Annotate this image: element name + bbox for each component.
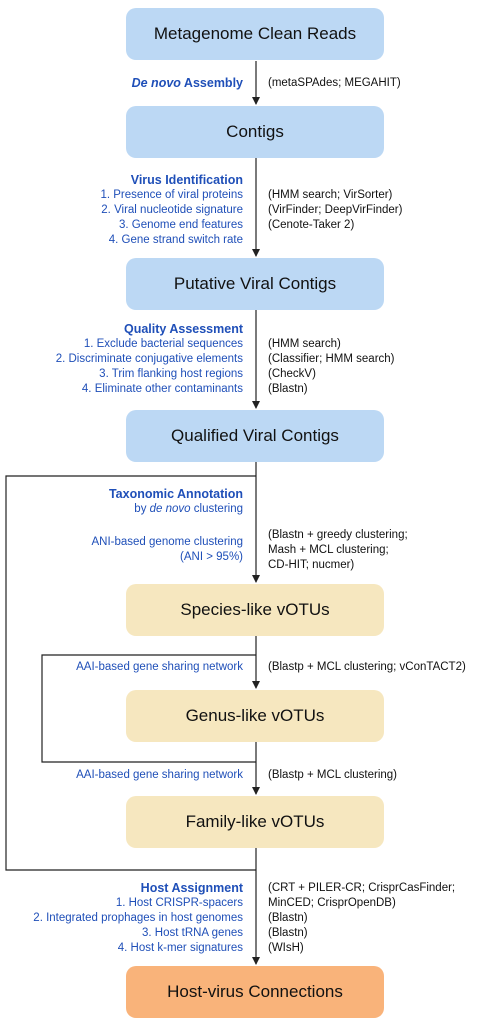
box-label: Host-virus Connections [167, 982, 343, 1001]
assembly-label: De novo Assembly [132, 75, 243, 92]
quality-assessment-tools: (HMM search) (Classifier; HMM search) (C… [268, 337, 395, 397]
ani-line: ANI-based genome clustering [91, 536, 244, 548]
taxonomy-subtitle: by de novo clustering [134, 503, 243, 515]
host-tool: (Blastn) [268, 912, 308, 924]
aai-genus-tools: (Blastp + MCL clustering; vConTACT2) [268, 661, 466, 673]
ani-line: (ANI > 95%) [180, 551, 243, 563]
aai-family-label: AAI-based gene sharing network [76, 769, 243, 781]
aai-genus-label: AAI-based gene sharing network [76, 661, 243, 673]
box-label: Contigs [226, 122, 284, 141]
taxonomic-annotation-label: Taxonomic Annotation by de novo clusteri… [109, 486, 243, 517]
box-qualified-viral-contigs: Qualified Viral Contigs [126, 410, 384, 462]
quality-title: Quality Assessment [123, 322, 243, 336]
taxonomy-title: Taxonomic Annotation [108, 487, 243, 501]
virus-id-tool: (HMM search; VirSorter) [268, 189, 393, 201]
quality-tool: (Blastn) [268, 383, 308, 395]
host-tool: (WIsH) [268, 942, 304, 954]
virus-id-step: 3. Genome end features [118, 219, 243, 231]
box-label: Genus-like vOTUs [185, 706, 325, 725]
quality-step: 1. Exclude bacterial sequences [83, 338, 243, 350]
quality-tool: (Classifier; HMM search) [268, 353, 395, 365]
assembly-tools: (metaSPAdes; MEGAHIT) [268, 77, 401, 89]
virus-identification-label: Virus Identification 1. Presence of vira… [100, 172, 243, 248]
quality-tool: (CheckV) [268, 368, 316, 380]
box-label: Species-like vOTUs [180, 600, 330, 619]
virus-id-step: 2. Viral nucleotide signature [101, 204, 243, 216]
box-label: Qualified Viral Contigs [171, 426, 339, 445]
host-step: 3. Host tRNA genes [142, 927, 243, 939]
host-assignment-tools: (CRT + PILER-CR; CrisprCasFinder; MinCED… [268, 881, 455, 956]
assembly-title-italic: De novo [131, 76, 181, 90]
virus-id-tool: (VirFinder; DeepVirFinder) [268, 204, 403, 216]
ani-clustering-tools: (Blastn + greedy clustering; Mash + MCL … [268, 528, 408, 573]
quality-assessment-label: Quality Assessment 1. Exclude bacterial … [56, 321, 243, 397]
bypass-line-inner [41, 654, 256, 763]
box-family-votus: Family-like vOTUs [126, 796, 384, 848]
virus-id-tool: (Cenote-Taker 2) [268, 219, 355, 231]
host-tool: MinCED; CrisprOpenDB) [268, 897, 396, 909]
host-step: 2. Integrated prophages in host genomes [33, 912, 243, 924]
virus-id-step: 1. Presence of viral proteins [100, 189, 243, 201]
ani-tool: Mash + MCL clustering; [268, 544, 389, 556]
box-contigs: Contigs [126, 106, 384, 158]
virus-identification-tools: (HMM search; VirSorter) (VirFinder; Deep… [268, 188, 402, 233]
assembly-title-rest: Assembly [180, 76, 243, 90]
host-tool: (Blastn) [268, 927, 308, 939]
ani-tool: CD-HIT; nucmer) [268, 559, 355, 571]
box-label: Family-like vOTUs [185, 812, 325, 831]
ani-tool: (Blastn + greedy clustering; [268, 529, 408, 541]
box-label: Putative Viral Contigs [173, 274, 337, 293]
host-step: 4. Host k-mer signatures [117, 942, 243, 954]
box-label: Metagenome Clean Reads [153, 24, 357, 43]
box-host-virus-connections: Host-virus Connections [126, 966, 384, 1018]
host-tool: (CRT + PILER-CR; CrisprCasFinder; [268, 882, 456, 894]
quality-step: 2. Discriminate conjugative elements [55, 353, 243, 365]
ani-clustering-label: ANI-based genome clustering (ANI > 95%) [92, 535, 244, 565]
virus-id-title: Virus Identification [130, 173, 243, 187]
box-putative-viral-contigs: Putative Viral Contigs [126, 258, 384, 310]
box-metagenome-clean-reads: Metagenome Clean Reads [126, 8, 384, 60]
quality-step: 4. Eliminate other contaminants [81, 383, 243, 395]
host-step: 1. Host CRISPR-spacers [115, 897, 243, 909]
aai-family-tools: (Blastp + MCL clustering) [268, 769, 397, 781]
box-genus-votus: Genus-like vOTUs [126, 690, 384, 742]
bypass-line-outer [5, 475, 256, 871]
host-assignment-label: Host Assignment 1. Host CRISPR-spacers 2… [33, 880, 243, 956]
quality-tool: (HMM search) [268, 338, 341, 350]
host-title: Host Assignment [140, 881, 243, 895]
box-species-votus: Species-like vOTUs [126, 584, 384, 636]
virus-id-step: 4. Gene strand switch rate [108, 234, 243, 246]
quality-step: 3. Trim flanking host regions [99, 368, 243, 380]
